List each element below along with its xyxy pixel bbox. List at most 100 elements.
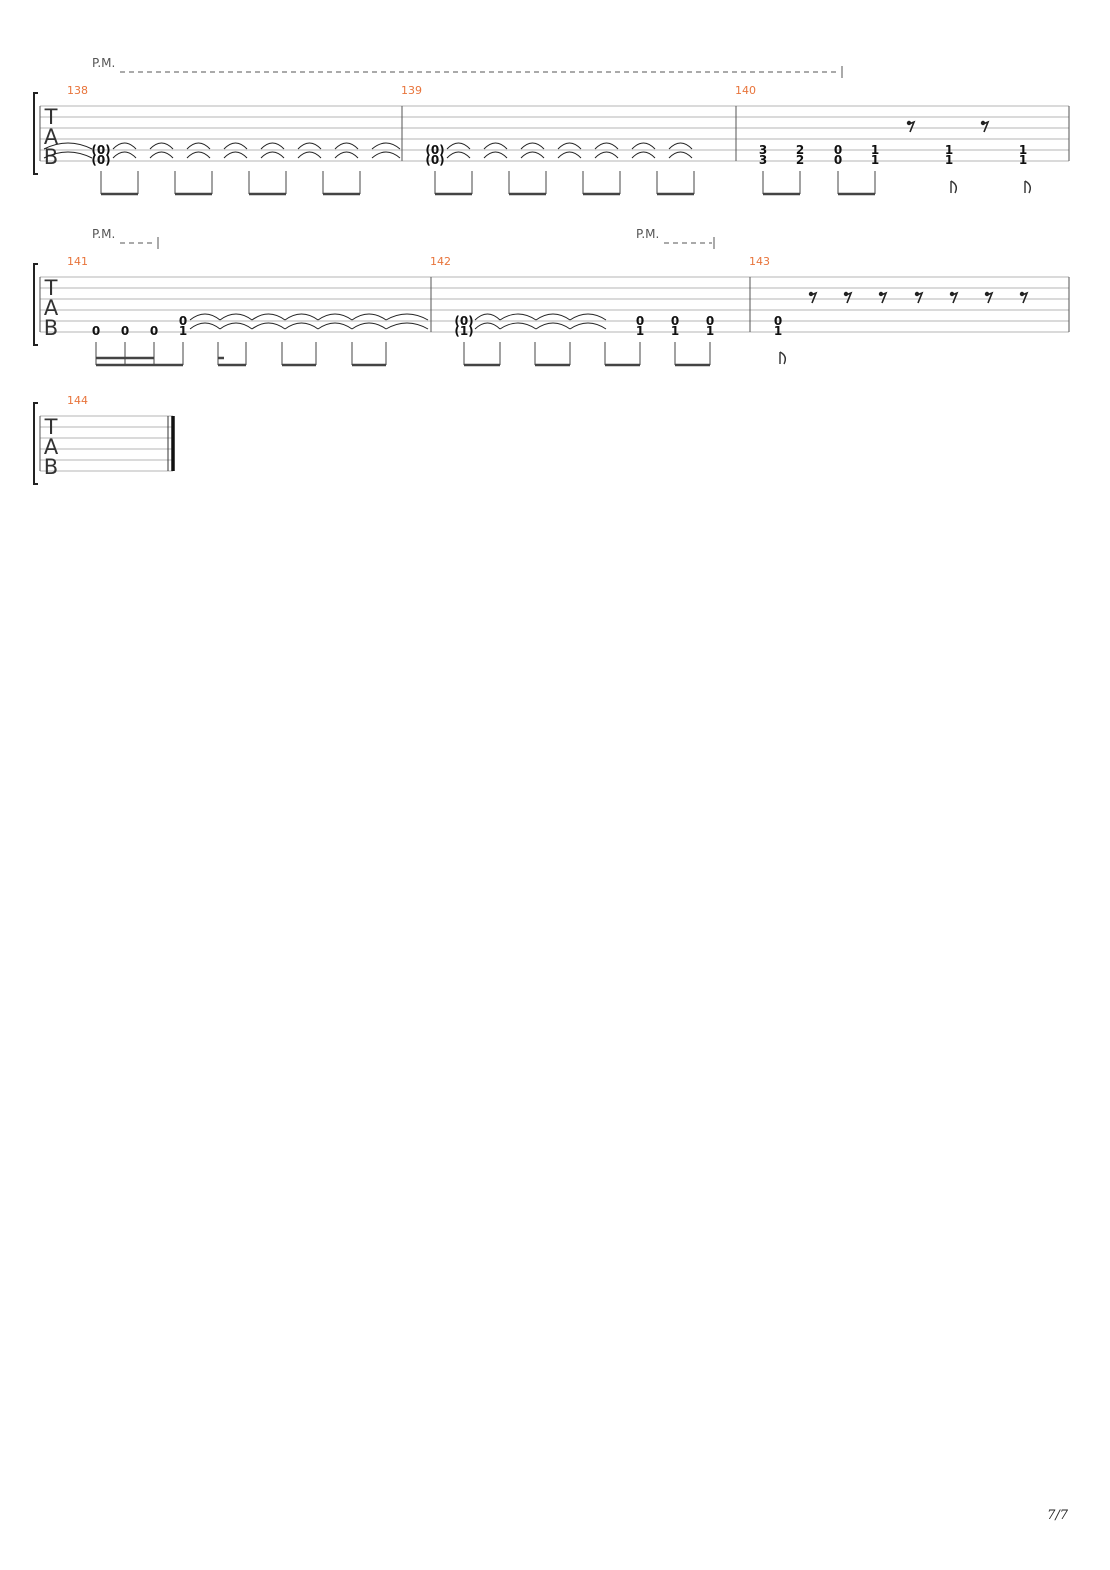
tie-arc: [557, 151, 582, 159]
tie-arc: [112, 142, 137, 150]
tab-staff-system-3: TAB 144: [33, 394, 175, 485]
tie-arc: [43, 151, 93, 159]
fret-number: 3: [759, 143, 767, 157]
tie-arc: [446, 151, 471, 159]
tie-arc: [535, 313, 571, 321]
tab-clef-letter: A: [44, 125, 59, 149]
eighth-rest: [980, 120, 990, 133]
tie-arc: [631, 151, 656, 159]
tie-arc: [535, 322, 571, 330]
fret-number: 0: [706, 314, 714, 328]
tie-arc: [260, 151, 285, 159]
tab-clef-letter: B: [44, 316, 58, 340]
tab-clef-letter: A: [44, 296, 59, 320]
staff-bracket: [33, 263, 38, 346]
tie-arc: [189, 322, 221, 330]
fret-number: (0): [454, 314, 473, 328]
fret-number: 2: [796, 153, 804, 167]
tie-arc: [219, 313, 253, 321]
rest-stroke: [845, 291, 853, 304]
tie-arc: [385, 313, 429, 321]
tab-clef-letter: B: [44, 145, 58, 169]
note-flag: [1024, 180, 1032, 194]
tie-arc: [594, 151, 619, 159]
fret-number: (0): [425, 153, 444, 167]
tie-arc: [474, 313, 501, 321]
tie-arc: [251, 313, 286, 321]
eighth-rest: [808, 291, 818, 304]
tie-arc: [569, 313, 607, 321]
tie-arc: [317, 322, 353, 330]
tie-arc: [112, 151, 137, 159]
measure-number-144: 144: [67, 394, 88, 407]
tie-arc: [223, 151, 248, 159]
tie-arc: [499, 313, 537, 321]
fret-number: 0: [834, 143, 842, 157]
rest-stroke: [1021, 291, 1029, 304]
rest-stroke: [916, 291, 924, 304]
tie-arc: [297, 142, 322, 150]
tie-arc: [520, 151, 545, 159]
tie-arc: [43, 142, 93, 150]
fret-number: 1: [706, 324, 714, 338]
fret-number: 1: [774, 324, 782, 338]
tie-arc: [483, 151, 508, 159]
tie-arc: [334, 142, 359, 150]
measure-number-139: 139: [401, 84, 422, 97]
tie-arc: [334, 151, 359, 159]
rest-stroke: [880, 291, 888, 304]
tie-arc: [260, 142, 285, 150]
fret-number: (1): [454, 324, 473, 338]
tie-arc: [186, 151, 211, 159]
fret-number: 0: [774, 314, 782, 328]
tie-arc: [219, 322, 253, 330]
fret-number: 1: [179, 324, 187, 338]
tie-arc: [668, 151, 693, 159]
tie-arc: [557, 142, 582, 150]
tie-arc: [668, 142, 693, 150]
measure-number-143: 143: [749, 255, 770, 268]
fret-number: 1: [871, 153, 879, 167]
page-number: 7/7: [1047, 1508, 1068, 1523]
staff-bracket: [33, 92, 38, 175]
rest-stroke: [908, 120, 916, 133]
tie-arc: [149, 142, 174, 150]
tie-arc: [569, 322, 607, 330]
fret-number: 1: [1019, 153, 1027, 167]
measure-number-138: 138: [67, 84, 88, 97]
tab-clef-letter: T: [44, 415, 58, 439]
tie-arc: [474, 322, 501, 330]
fret-number: 3: [759, 153, 767, 167]
tie-arc: [385, 322, 429, 330]
palm-mute-label: P.M.: [92, 227, 115, 241]
eighth-rest: [914, 291, 924, 304]
tie-arc: [483, 142, 508, 150]
tab-clef-letter: B: [44, 455, 58, 479]
palm-mute-label: P.M.: [92, 56, 115, 70]
tie-arc: [594, 142, 619, 150]
eighth-rest: [906, 120, 916, 133]
fret-number: 1: [945, 153, 953, 167]
fret-number: (0): [91, 143, 110, 157]
eighth-rest: [949, 291, 959, 304]
fret-number: 1: [671, 324, 679, 338]
staff-bracket: [33, 402, 38, 485]
note-flag: [950, 180, 958, 194]
tie-arc: [317, 313, 353, 321]
tie-arc: [631, 142, 656, 150]
tie-arc: [499, 322, 537, 330]
measure-number-141: 141: [67, 255, 88, 268]
fret-number: 0: [671, 314, 679, 328]
tab-clef-letter: A: [44, 435, 59, 459]
fret-number: 0: [179, 314, 187, 328]
eighth-rest: [1019, 291, 1029, 304]
fret-number: 0: [150, 324, 158, 338]
measure-number-140: 140: [735, 84, 756, 97]
measure-number-142: 142: [430, 255, 451, 268]
tie-arc: [186, 142, 211, 150]
tie-arc: [149, 151, 174, 159]
tie-arc: [251, 322, 286, 330]
fret-number: 0: [92, 324, 100, 338]
